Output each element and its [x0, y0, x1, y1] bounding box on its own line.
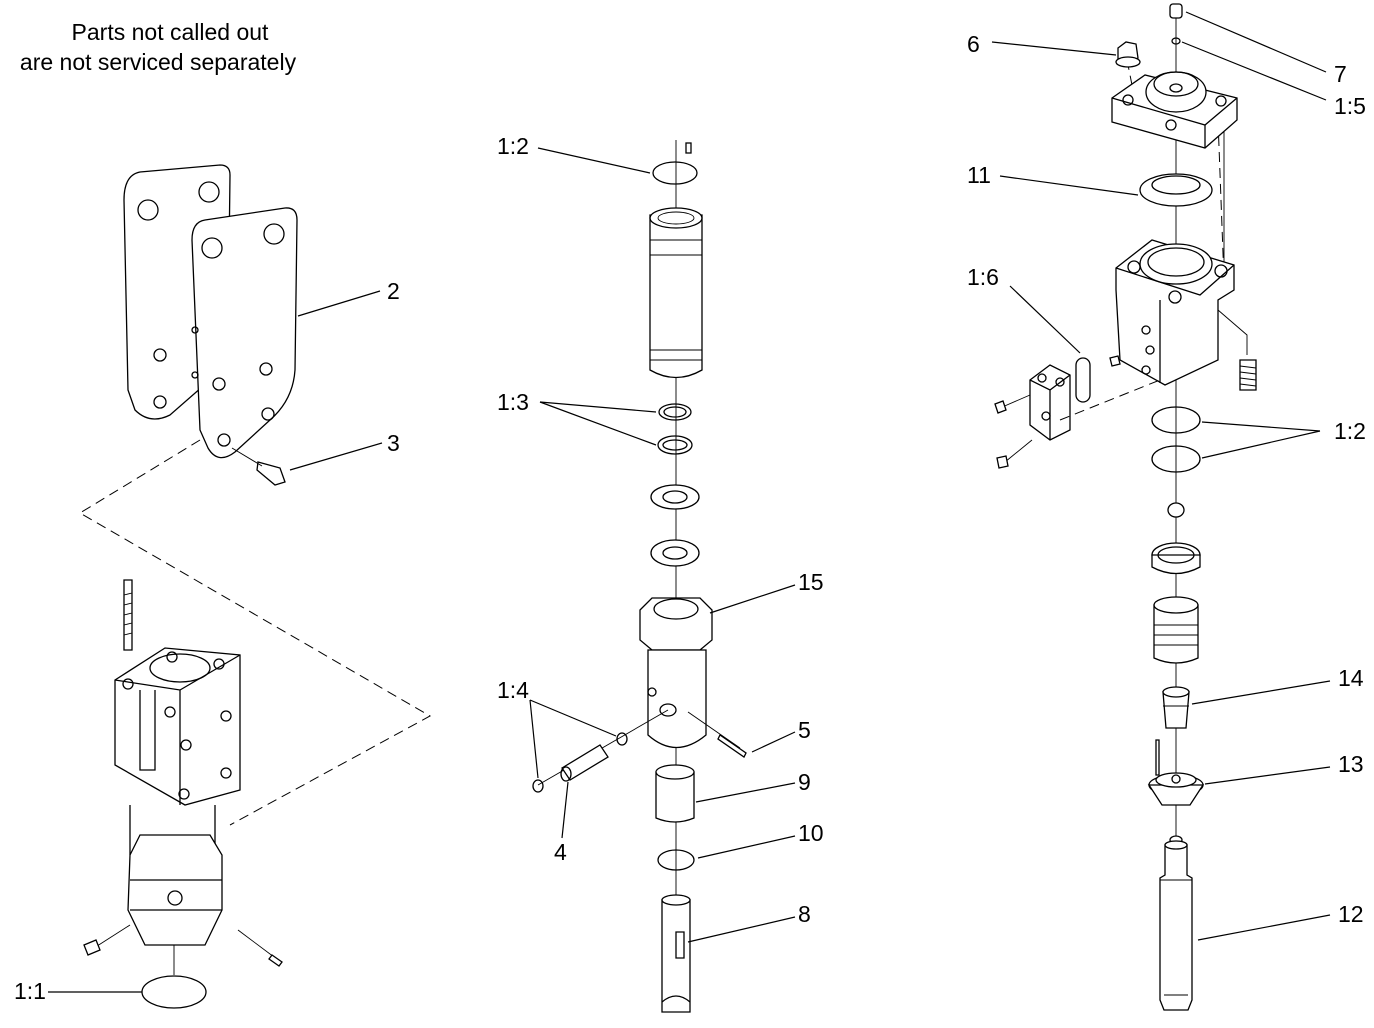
callout-10: 10	[798, 820, 824, 846]
diaphragm-part-11	[1139, 173, 1213, 207]
valve-cylinder	[649, 207, 703, 379]
screw-part-7	[1169, 3, 1183, 19]
callout-11: 11	[967, 162, 991, 188]
valve-body	[1115, 239, 1235, 386]
callout-1-4: 1:4	[497, 677, 529, 703]
note-line-1: Parts not called out	[72, 19, 270, 45]
callout-9: 9	[798, 769, 811, 795]
o-ring-part-1-5	[1171, 37, 1181, 45]
callout-13: 13	[1338, 751, 1364, 777]
callout-2: 2	[387, 278, 400, 304]
spool-stack	[1151, 502, 1201, 664]
mounting-plates-part-2	[123, 164, 298, 459]
leader-lines	[48, 11, 1331, 993]
ring-part-10	[657, 849, 695, 871]
bolt-part-3	[231, 447, 286, 486]
disc-part-13	[1147, 739, 1205, 806]
washer-middle	[650, 484, 700, 567]
callout-1-1: 1:1	[14, 978, 46, 1004]
callout-7: 7	[1334, 61, 1347, 87]
bushing-part-14	[1162, 686, 1190, 729]
callout-1-2-middle: 1:2	[497, 133, 529, 159]
note-line-2: are not serviced separately	[20, 49, 297, 75]
callout-6: 6	[967, 31, 980, 57]
top-cap	[1111, 71, 1238, 149]
callout-8: 8	[798, 901, 811, 927]
callout-1-5: 1:5	[1334, 93, 1366, 119]
hex-body-part-15	[639, 597, 713, 748]
callout-1-2-right: 1:2	[1334, 418, 1366, 444]
callout-1-3: 1:3	[497, 389, 529, 415]
pins-part-4-and-5	[532, 709, 747, 793]
callout-14: 14	[1338, 665, 1364, 691]
o-rings-part-1-2-right	[1151, 406, 1201, 473]
o-ring-part-1-1	[141, 975, 207, 1009]
callout-3: 3	[387, 430, 400, 456]
callout-5: 5	[798, 717, 811, 743]
callout-15: 15	[798, 569, 824, 595]
seals-part-1-3	[657, 403, 693, 455]
spring-fitting-right	[1217, 309, 1257, 391]
callout-4: 4	[554, 839, 567, 865]
shaft-part-8	[661, 894, 691, 1013]
callout-12: 12	[1338, 901, 1364, 927]
solenoid-block-part-1-6	[994, 355, 1161, 469]
callout-1-6: 1:6	[967, 264, 999, 290]
plug-part-6	[1115, 41, 1141, 68]
sleeve-part-9	[655, 764, 695, 823]
screw-top-middle	[685, 142, 692, 154]
lower-housing	[83, 579, 283, 975]
o-ring-part-1-2-middle	[652, 161, 698, 185]
stem-part-12	[1159, 835, 1193, 1011]
